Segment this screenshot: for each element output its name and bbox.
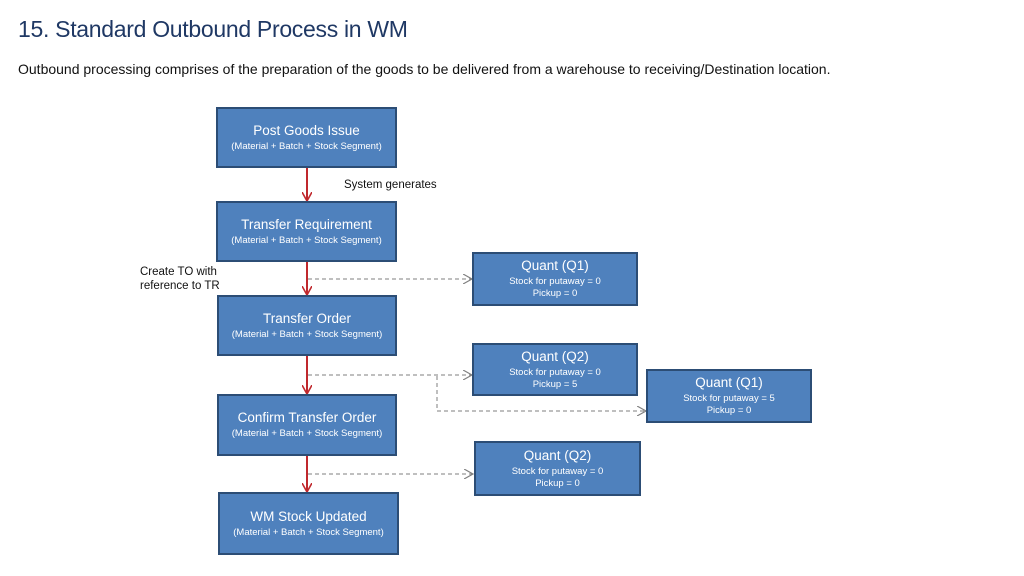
box-title: Post Goods Issue: [253, 122, 360, 138]
page-subtitle: Outbound processing comprises of the pre…: [18, 61, 831, 77]
quant-pickup: Pickup = 0: [535, 477, 580, 489]
transfer-order-box: Transfer Order (Material + Batch + Stock…: [217, 295, 397, 356]
transfer-requirement-box: Transfer Requirement (Material + Batch +…: [216, 201, 397, 262]
quant-putaway: Stock for putaway = 5: [683, 393, 775, 404]
quant-title: Quant (Q1): [695, 375, 763, 390]
box-detail: (Material + Batch + Stock Segment): [231, 428, 383, 439]
box-title: Transfer Order: [262, 310, 352, 326]
quant-putaway: Stock for putaway = 0: [511, 465, 604, 477]
quant-pickup: Pickup = 0: [532, 288, 578, 299]
quant-title: Quant (Q1): [521, 258, 589, 273]
post-goods-issue-box: Post Goods Issue (Material + Batch + Sto…: [216, 107, 397, 168]
quant-box-q2-pickup: Quant (Q2) Stock for putaway = 0 Pickup …: [472, 343, 638, 396]
quant-pickup: Pickup = 0: [706, 405, 752, 416]
box-detail: (Material + Batch + Stock Segment): [233, 526, 384, 538]
quant-box-q2-final: Quant (Q2) Stock for putaway = 0 Pickup …: [474, 441, 641, 496]
quant-title: Quant (Q2): [523, 447, 592, 463]
box-title: Confirm Transfer Order: [237, 410, 377, 425]
create-to-label: Create TO with reference to TR: [140, 265, 220, 293]
page-title: 15. Standard Outbound Process in WM: [18, 16, 408, 42]
quant-putaway: Stock for putaway = 0: [509, 366, 601, 378]
box-detail: (Material + Batch + Stock Segment): [231, 140, 382, 152]
system-generates-label: System generates: [344, 179, 437, 191]
quant-putaway: Stock for putaway = 0: [509, 276, 601, 287]
create-to-line-1: Create TO with: [140, 266, 217, 278]
quant-box-q1-putaway: Quant (Q1) Stock for putaway = 5 Pickup …: [646, 369, 812, 423]
create-to-line-2: reference to TR: [140, 280, 220, 292]
box-title: Transfer Requirement: [241, 216, 372, 232]
wm-stock-updated-box: WM Stock Updated (Material + Batch + Sto…: [218, 492, 399, 555]
box-title: WM Stock Updated: [250, 508, 367, 524]
quant-pickup: Pickup = 5: [532, 378, 578, 390]
box-detail: (Material + Batch + Stock Segment): [231, 328, 383, 340]
quant-box-q1-initial: Quant (Q1) Stock for putaway = 0 Pickup …: [472, 252, 638, 306]
dashed-arrow-q1-b: [436, 376, 645, 411]
box-detail: (Material + Batch + Stock Segment): [231, 234, 382, 246]
confirm-transfer-order-box: Confirm Transfer Order (Material + Batch…: [217, 394, 397, 456]
quant-title: Quant (Q2): [521, 348, 589, 364]
